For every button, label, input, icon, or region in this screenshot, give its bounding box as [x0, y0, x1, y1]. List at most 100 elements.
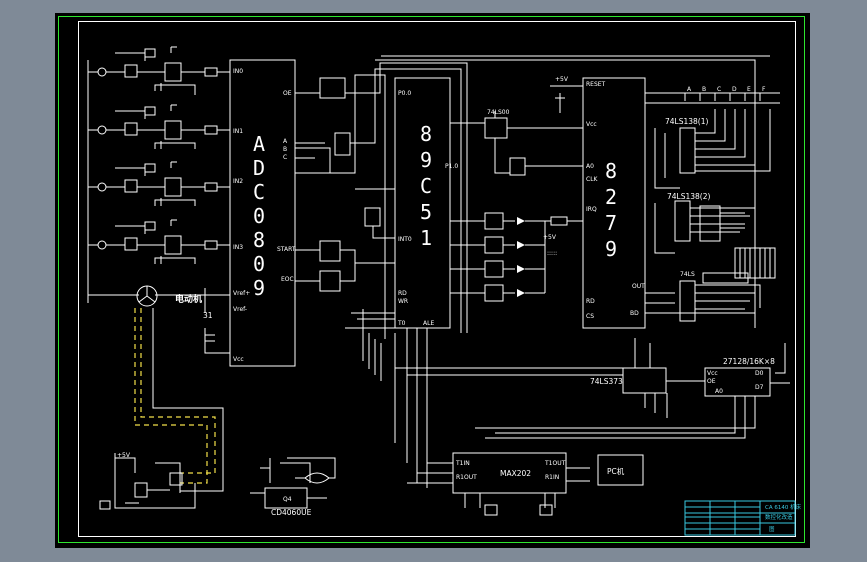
counter-label: CD4060UE: [271, 508, 312, 517]
svg-text:R1OUT: R1OUT: [456, 474, 477, 481]
svg-text:F: F: [762, 86, 766, 93]
kbd-label-4: 9: [605, 237, 617, 261]
svg-text:D: D: [732, 86, 737, 93]
adc-label-5: 8: [253, 228, 265, 252]
svg-text:RD: RD: [586, 298, 595, 305]
svg-text:Vcc: Vcc: [707, 370, 718, 377]
svg-text:Q4: Q4: [283, 496, 292, 503]
cd4060-block: Q4 CD4060UE: [250, 457, 336, 517]
channel-2: [88, 104, 230, 149]
adc-label-7: 9: [253, 276, 265, 300]
svg-text:EOC: EOC: [281, 276, 294, 283]
title-line-2: 数控化改造: [765, 513, 793, 521]
adc0809-chip: A D C 0 8 0 9 IN0 IN1 IN2 IN3 Vref+ Vref…: [229, 59, 296, 367]
svg-text:D7: D7: [755, 384, 764, 391]
svg-text:RESET: RESET: [586, 81, 606, 88]
mcu-89c51-chip: 8 9 C 5 1 P0.0 INT0 RD WR T0 ALE P1.0: [394, 77, 458, 329]
svg-text:P1.0: P1.0: [445, 163, 458, 170]
svg-text:IN0: IN0: [233, 68, 243, 75]
adc-label-2: D: [253, 156, 265, 180]
title-line-3: 图: [769, 525, 775, 533]
svg-text:INT0: INT0: [398, 236, 412, 243]
svg-text:Vref+: Vref+: [233, 290, 250, 297]
adc-label-6: 0: [253, 252, 265, 276]
svg-text:WR: WR: [398, 298, 408, 305]
svg-text:74LS: 74LS: [680, 271, 695, 278]
motor-label: 电动机: [175, 293, 202, 305]
svg-text:A0: A0: [586, 163, 594, 170]
svg-text:+5V: +5V: [555, 76, 569, 83]
dashed-wires: [134, 308, 224, 492]
svg-text:OE: OE: [283, 90, 292, 97]
svg-text:A: A: [687, 86, 692, 93]
svg-text:P0.0: P0.0: [398, 90, 411, 97]
adc-label-1: A: [253, 132, 265, 156]
svg-text:IN2: IN2: [233, 178, 243, 185]
kbd-label-1: 8: [605, 159, 617, 183]
drawing-sheet: A D C 0 8 0 9 IN0 IN1 IN2 IN3 Vref+ Vref…: [55, 13, 810, 548]
circuit-schematic: A D C 0 8 0 9 IN0 IN1 IN2 IN3 Vref+ Vref…: [87, 46, 802, 536]
and-gate: 74LS00: [450, 109, 583, 176]
svg-text:ALE: ALE: [423, 320, 434, 327]
rs232-label: MAX202: [500, 469, 531, 478]
relay-circuit: +5V: [99, 452, 196, 510]
svg-text:E: E: [747, 86, 751, 93]
svg-text:A0: A0: [715, 388, 723, 395]
mcu-label-4: 5: [420, 200, 432, 224]
svg-text:Vcc: Vcc: [233, 356, 244, 363]
eprom-label: 27128/16K×8: [723, 357, 775, 366]
svg-text:CLK: CLK: [586, 176, 599, 183]
title-block: CA 6140 机床 数控化改造 图: [684, 500, 802, 536]
channel-4: [88, 219, 230, 264]
outer-frame: [58, 16, 805, 543]
svg-text:A: A: [283, 138, 288, 145]
svg-text:IN3: IN3: [233, 244, 243, 251]
svg-text:OUT: OUT: [632, 283, 645, 290]
svg-text:T1OUT: T1OUT: [544, 460, 566, 467]
inner-frame: [78, 21, 796, 537]
svg-text:Vref-: Vref-: [233, 306, 247, 313]
adc-label-4: 0: [253, 204, 265, 228]
kbd-label-3: 7: [605, 211, 617, 235]
svg-text:+5V: +5V: [117, 452, 131, 459]
svg-text:RD: RD: [398, 290, 407, 297]
svg-text:74LS00: 74LS00: [487, 109, 510, 116]
motor-symbol: 电动机 31: [136, 285, 230, 354]
led-drivers: +5V :::::: [450, 212, 583, 302]
mcu-label-5: 1: [420, 226, 432, 250]
svg-text:T1IN: T1IN: [455, 460, 470, 467]
max202-block: MAX202 PC机 T1IN R1OUT T1OUT R1IN: [407, 452, 644, 516]
kbd-label-2: 2: [605, 185, 617, 209]
pc-label: PC机: [607, 466, 625, 476]
decoder1-label: 74LS138(1): [665, 117, 708, 126]
svg-text:IRQ: IRQ: [586, 206, 597, 213]
mcu-label-1: 8: [420, 122, 432, 146]
svg-text:R1IN: R1IN: [545, 474, 559, 481]
svg-text:BD: BD: [630, 310, 639, 317]
adc-label-3: C: [253, 180, 265, 204]
motor-number: 31: [203, 311, 213, 320]
svg-text:D0: D0: [755, 370, 764, 377]
svg-text:CS: CS: [586, 313, 594, 320]
title-line-1: CA 6140 机床: [765, 503, 802, 511]
decoder2-label: 74LS138(2): [667, 192, 710, 201]
mcu-label-3: C: [420, 174, 432, 198]
svg-text:Vcc: Vcc: [586, 121, 597, 128]
svg-text:START: START: [277, 246, 296, 253]
svg-text:OE: OE: [707, 378, 716, 385]
svg-text:IN1: IN1: [233, 128, 243, 135]
svg-text:C: C: [717, 86, 721, 93]
channel-1: [87, 46, 230, 303]
kbd-8279-chip: 8 2 7 9 RESET Vcc A0 CLK IRQ RD CS OUT B…: [550, 76, 646, 329]
svg-text:+5V: +5V: [543, 234, 557, 241]
latch-and-eprom: 74LS373 27128/16K×8 Vcc OE A0 D0 D7: [395, 338, 790, 439]
svg-text::::::: :::::: [547, 250, 557, 257]
right-decoders: A B C D E F 74LS138(1) 74LS138(2) 74LS: [645, 86, 780, 322]
svg-text:B: B: [283, 146, 287, 153]
channel-3: [88, 161, 230, 206]
latch-label: 74LS373: [590, 377, 623, 386]
sensor-channels: [87, 46, 230, 303]
svg-text:B: B: [702, 86, 706, 93]
svg-text:C: C: [283, 154, 287, 161]
mcu-label-2: 9: [420, 148, 432, 172]
